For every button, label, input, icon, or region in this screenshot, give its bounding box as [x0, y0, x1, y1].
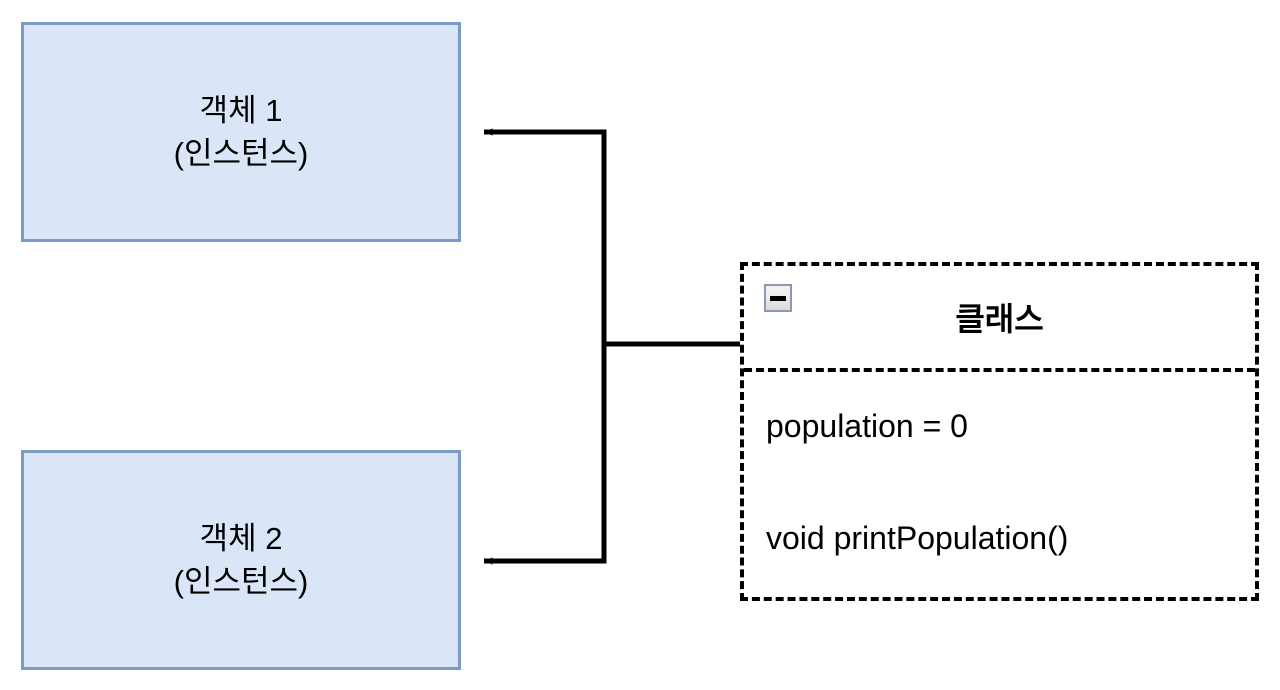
- connector-to-object-1: [484, 128, 607, 344]
- class-title: 클래스: [955, 301, 1044, 337]
- object-1-line-1: 객체 1: [199, 93, 283, 128]
- minus-icon-bar: [770, 295, 786, 301]
- class-body: population = 0 void printPopulation(): [744, 372, 1255, 597]
- object-1-line-2: (인스턴스): [173, 136, 309, 171]
- class-attribute: population = 0: [766, 408, 968, 444]
- object-2-line-1: 객체 2: [199, 521, 283, 556]
- object-box-2[interactable]: 객체 2 (인스턴스): [21, 450, 461, 670]
- minus-icon[interactable]: [764, 284, 792, 312]
- class-method: void printPopulation(): [766, 520, 1069, 556]
- class-box[interactable]: 클래스 population = 0 void printPopulation(…: [740, 262, 1259, 601]
- connector-to-object-2: [484, 344, 607, 565]
- class-header: 클래스: [744, 266, 1255, 372]
- object-box-1[interactable]: 객체 1 (인스턴스): [21, 22, 461, 242]
- object-2-line-2: (인스턴스): [173, 564, 309, 599]
